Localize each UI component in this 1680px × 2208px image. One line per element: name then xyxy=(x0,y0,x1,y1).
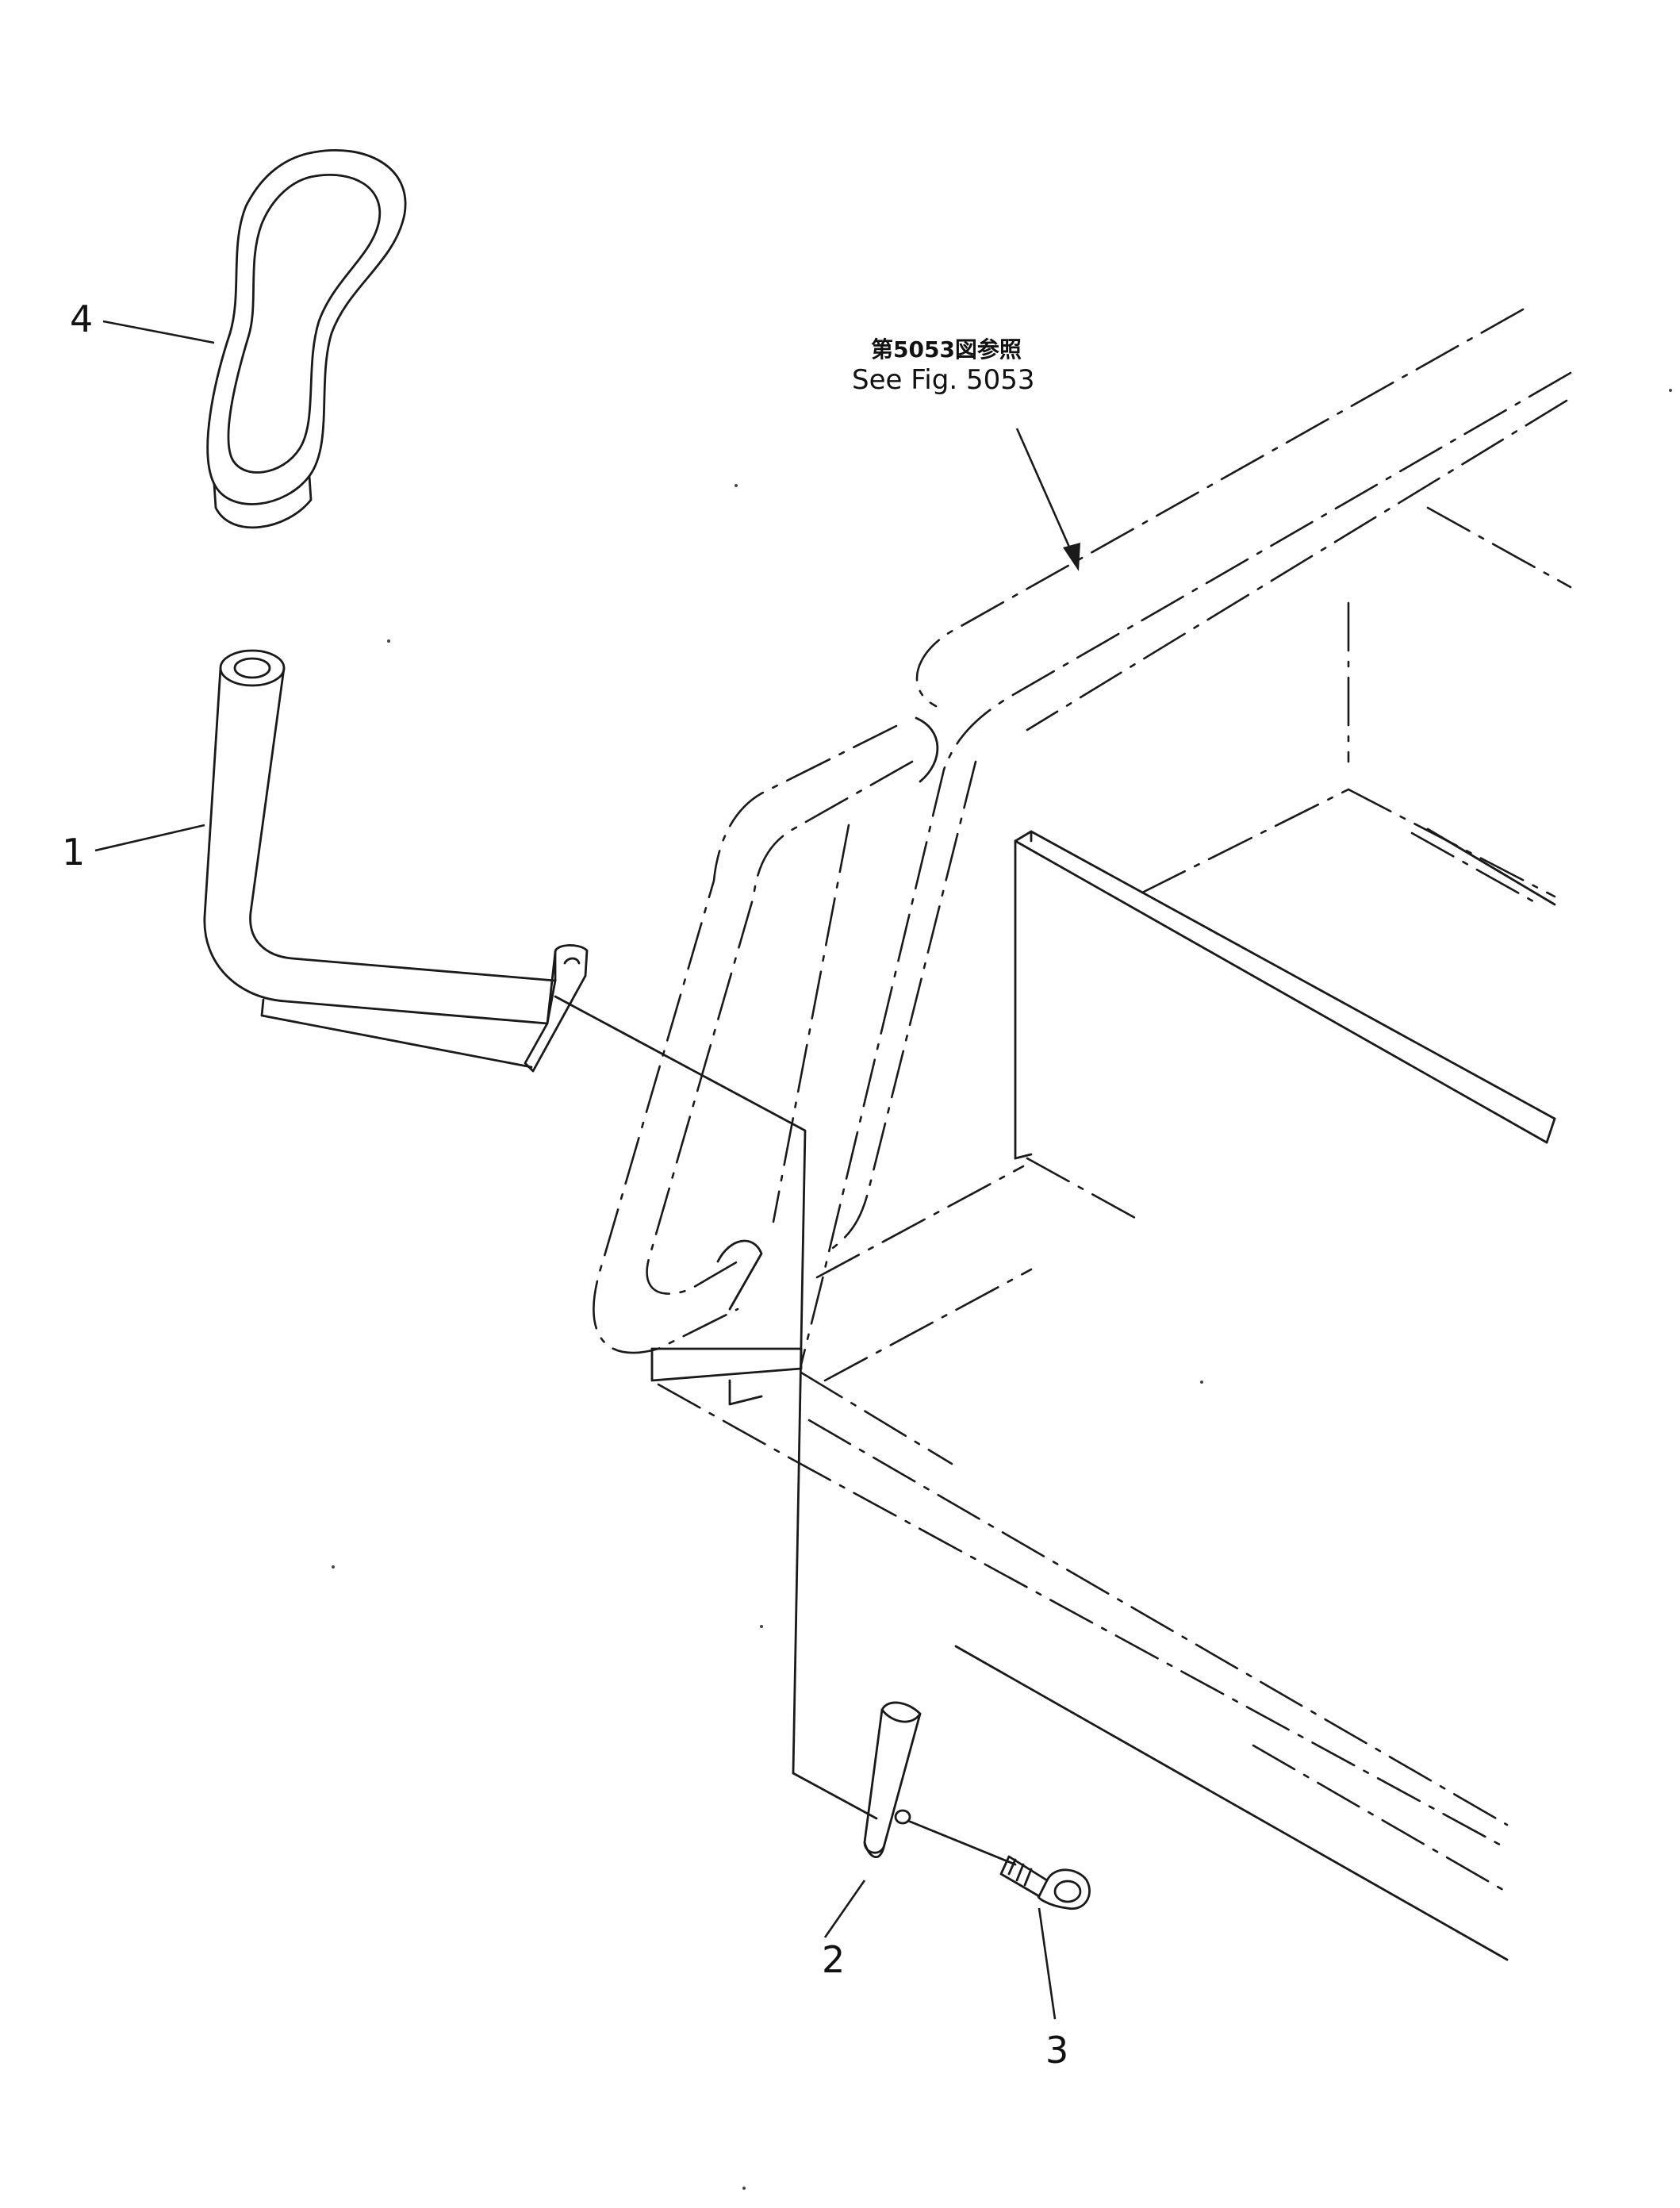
ring-seal-part xyxy=(206,148,407,529)
mounting-guide-line-upper xyxy=(554,995,807,1775)
leader-line-4 xyxy=(102,320,215,344)
bracket-part xyxy=(863,1701,1017,1866)
mounting-guide-line-lower xyxy=(792,1772,878,1820)
leader-line-2 xyxy=(823,1880,866,1938)
existing-handrail-phantom xyxy=(593,308,1572,1366)
reference-japanese: 第5053図参照 xyxy=(871,336,1022,363)
reference-arrowhead xyxy=(1063,543,1080,571)
callout-3: 3 xyxy=(1045,2029,1068,2072)
mounting-plate xyxy=(650,1347,803,1406)
leader-line-3 xyxy=(1038,1907,1057,2020)
callout-2: 2 xyxy=(822,1938,845,1981)
bolt-part xyxy=(999,1855,1091,1910)
reference-english: See Fig. 5053 xyxy=(852,364,1034,396)
handle-bar-part xyxy=(203,649,589,1073)
callout-4: 4 xyxy=(70,298,93,340)
leader-line-1 xyxy=(94,824,205,852)
callout-1: 1 xyxy=(62,831,85,874)
vehicle-body-panel xyxy=(954,828,1556,1961)
reference-arrow-line xyxy=(1015,428,1079,566)
scan-specks xyxy=(332,389,1672,2190)
